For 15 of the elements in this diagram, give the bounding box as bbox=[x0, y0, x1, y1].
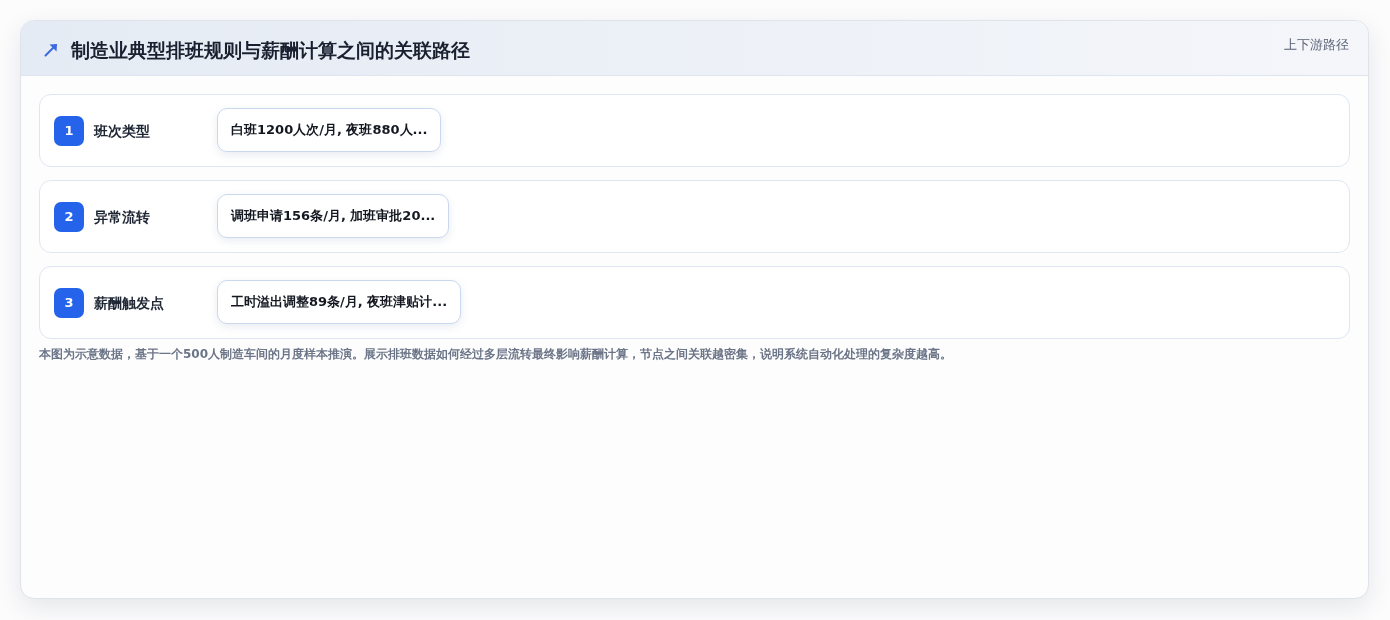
number-badge: 3 bbox=[54, 288, 84, 318]
caption-note: 本图为示意数据，基于一个500人制造车间的月度样本推演。展示排班数据如何经过多层流转最终影响薪酬计算，节点之间关联越密集，说明系统自动化处理的复杂度越高。 bbox=[39, 346, 953, 363]
metric-chip: 白班1200人次/月, 夜班880人... bbox=[217, 108, 442, 152]
metric-chip: 调班申请156条/月, 加班审批20... bbox=[217, 194, 450, 238]
row-label: 班次类型 bbox=[94, 122, 150, 141]
row-band bbox=[39, 180, 1350, 253]
diagram-title: 制造业典型排班规则与薪酬计算之间的关联路径 bbox=[71, 38, 470, 63]
row-band bbox=[39, 94, 1350, 167]
number-badge: 1 bbox=[54, 116, 84, 146]
row-label: 异常流转 bbox=[94, 208, 150, 227]
row-band bbox=[39, 266, 1350, 339]
metric-chip: 工时溢出调整89条/月, 夜班津贴计... bbox=[217, 280, 462, 324]
row-label: 薪酬触发点 bbox=[94, 294, 164, 313]
number-badge: 2 bbox=[54, 202, 84, 232]
header-tag: 上下游路径 bbox=[1284, 36, 1349, 54]
